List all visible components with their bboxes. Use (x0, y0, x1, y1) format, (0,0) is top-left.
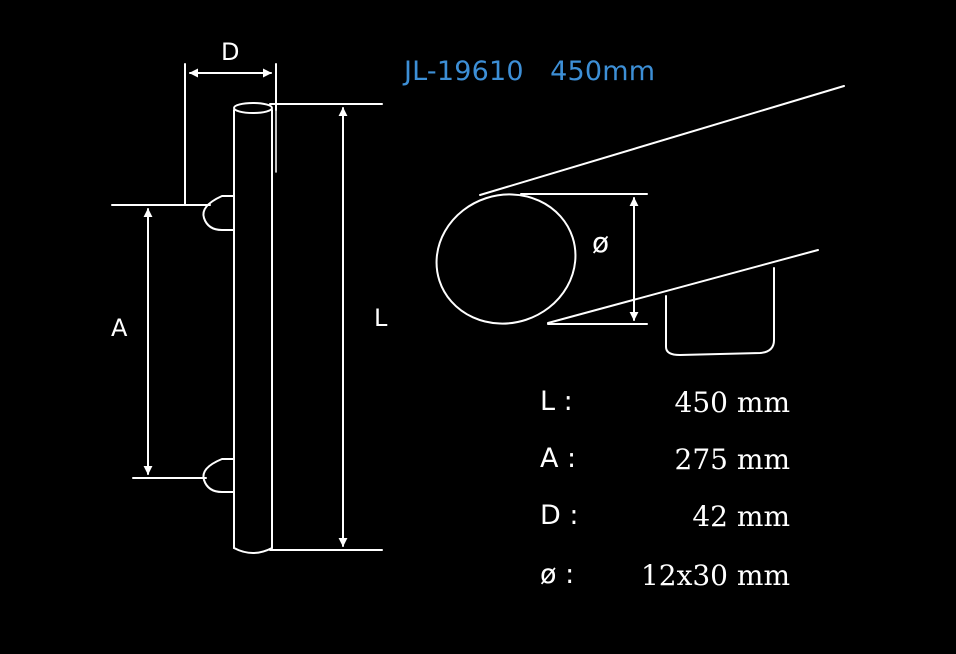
spec-value: 42 mm (692, 500, 790, 533)
dimension-d (184, 63, 277, 206)
oval-profile (435, 193, 577, 325)
spec-value: 275 mm (674, 443, 790, 476)
spec-key: ø : (540, 559, 575, 590)
label-diameter: ø (592, 226, 610, 259)
handle-cross-section (435, 85, 845, 356)
label-l: L (374, 304, 388, 332)
dimension-a (111, 204, 211, 479)
mounting-post-bottom (202, 458, 235, 493)
spec-key: A : (540, 443, 577, 474)
label-a: A (111, 314, 128, 342)
spec-row-a: A : 275 mm (540, 443, 790, 483)
spec-row-d: D : 42 mm (540, 500, 790, 540)
mounting-post-top (202, 195, 235, 231)
label-d: D (221, 38, 240, 66)
spec-value: 450 mm (674, 386, 790, 419)
spec-value: 12x30 mm (640, 559, 790, 592)
spec-row-diameter: ø : 12x30 mm (540, 559, 790, 599)
handle-side-view (202, 102, 277, 554)
model-title: JL-19610 450mm (404, 56, 656, 87)
spec-row-l: L : 450 mm (540, 386, 790, 426)
spec-key: D : (540, 500, 579, 531)
dimension-l (269, 103, 383, 551)
spec-key: L : (540, 386, 573, 417)
